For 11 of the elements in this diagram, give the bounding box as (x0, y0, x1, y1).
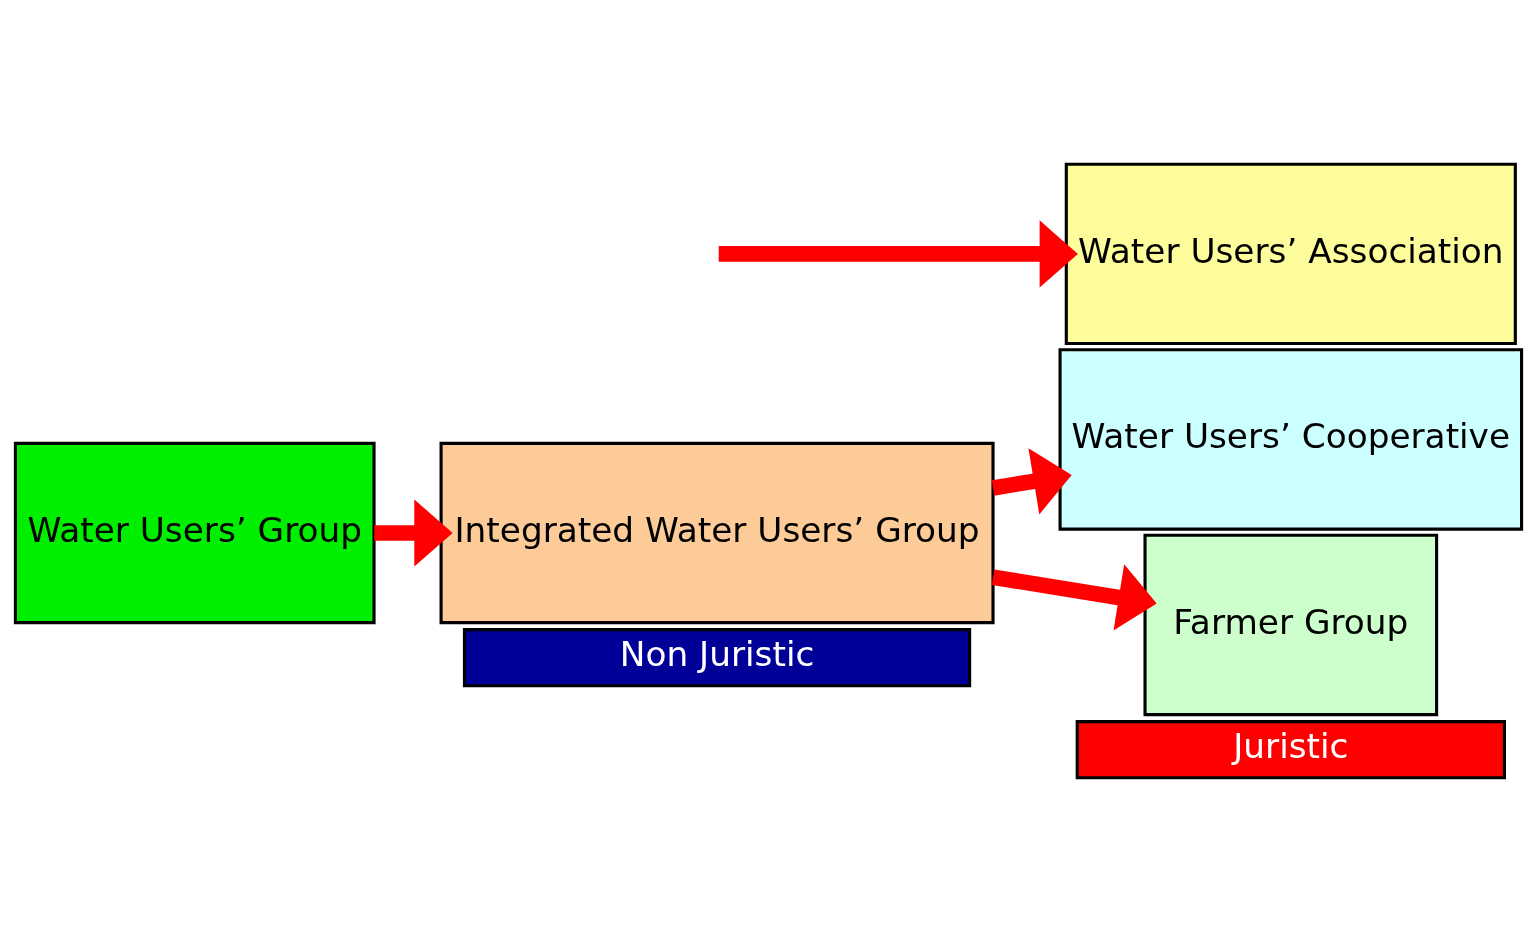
arrow (718, 219, 1078, 287)
node-box: Non Juristic (462, 627, 972, 687)
arrow (374, 498, 453, 567)
node-box: Farmer Group (1143, 533, 1439, 716)
node-box: Water Users’ Cooperative (1058, 347, 1524, 531)
node-box: Integrated Water Users’ Group (439, 441, 995, 624)
node-box: Water Users’ Association (1064, 162, 1517, 345)
arrow (991, 447, 1072, 514)
arrow (991, 563, 1157, 631)
node-box: Juristic (1075, 719, 1506, 779)
node-box: Water Users’ Group (13, 441, 376, 624)
